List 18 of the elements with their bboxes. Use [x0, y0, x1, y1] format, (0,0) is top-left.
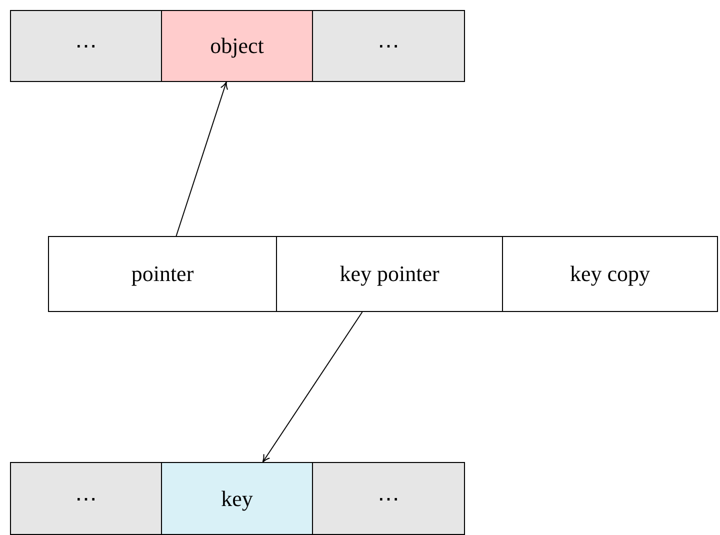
cell-label: key copy: [570, 261, 650, 287]
cell-label: key pointer: [340, 261, 440, 287]
memory-cell: [276, 236, 503, 312]
memory-cell: [10, 462, 162, 535]
memory-cell: [161, 462, 313, 535]
memory-cell: [48, 236, 277, 312]
cell-label: ⋯: [378, 33, 400, 59]
cell-label: key: [221, 486, 253, 512]
memory-cell: [10, 10, 162, 82]
cell-label: ⋯: [75, 33, 97, 59]
cell-label: object: [210, 33, 264, 59]
cell-label: pointer: [131, 261, 194, 287]
memory-cell: [502, 236, 718, 312]
memory-cell: [161, 10, 313, 82]
memory-cell: [312, 10, 465, 82]
memory-cell: [312, 462, 465, 535]
cell-label: ⋯: [378, 486, 400, 512]
cell-label: ⋯: [75, 486, 97, 512]
